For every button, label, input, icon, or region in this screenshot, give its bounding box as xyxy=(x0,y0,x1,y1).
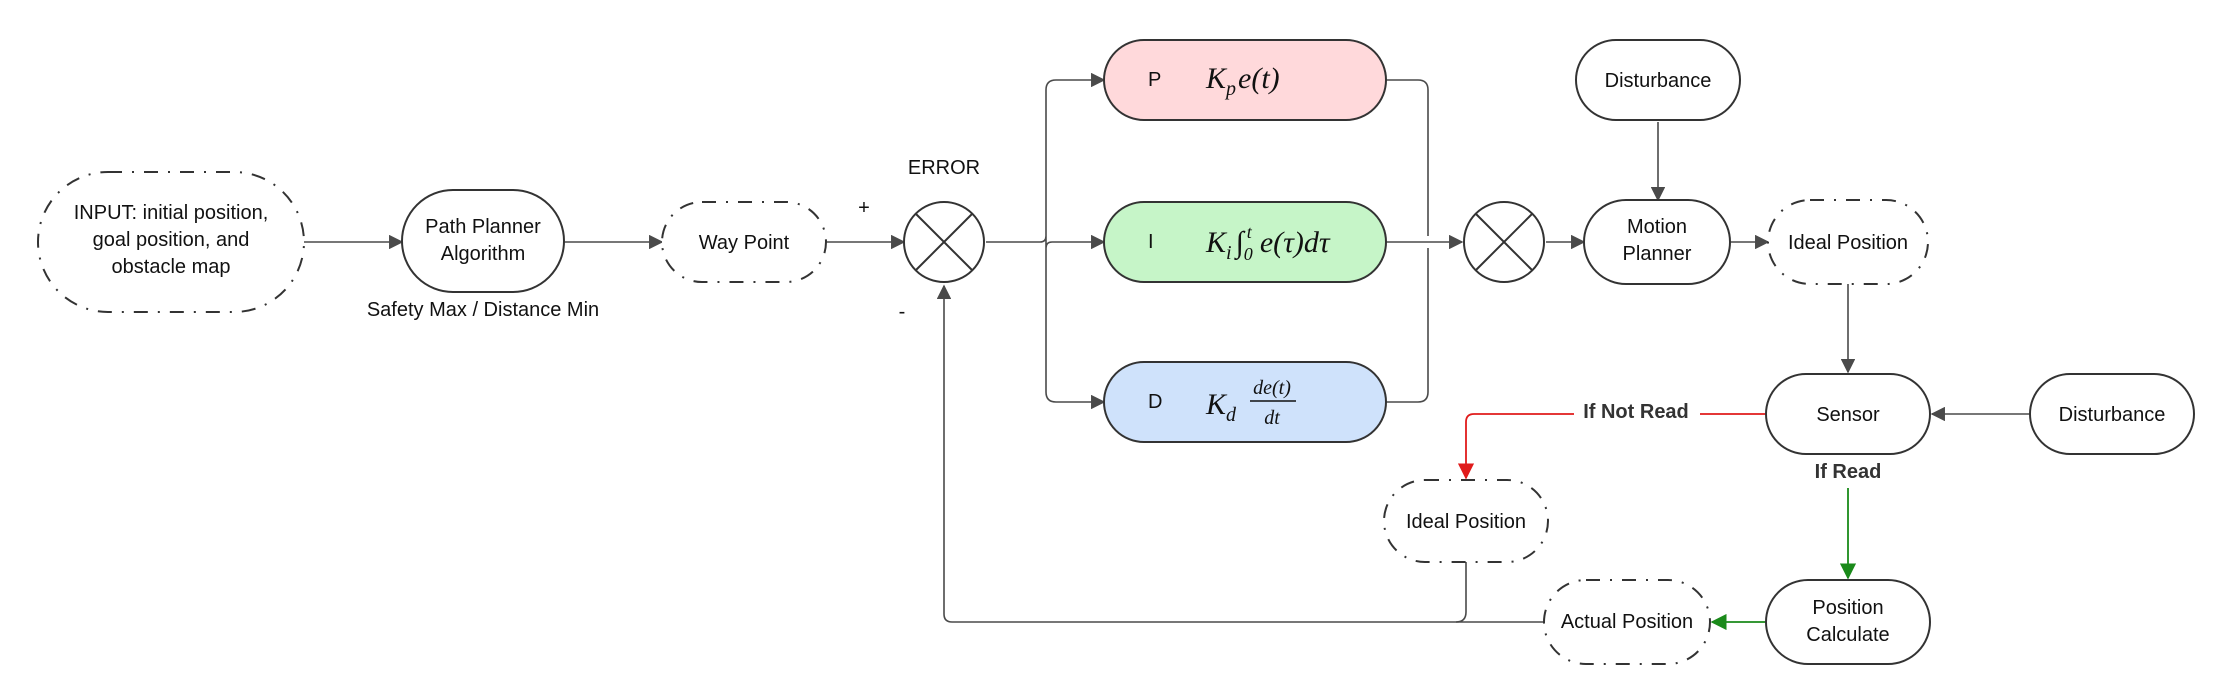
position-calculate-line-2: Calculate xyxy=(1806,624,1889,646)
position-calculate-line-1: Position xyxy=(1812,597,1883,619)
edge-ideal-mid-join xyxy=(1455,562,1467,623)
read-label: If Read xyxy=(1815,461,1882,483)
actual-position-node: Actual Position xyxy=(1543,579,1711,665)
safety-caption: Safety Max / Distance Min xyxy=(367,299,599,321)
ideal-position-mid-node: Ideal Position xyxy=(1383,479,1549,563)
sensor-label: Sensor xyxy=(1816,404,1880,426)
d-letter: D xyxy=(1148,391,1162,413)
minus-sign: - xyxy=(899,301,906,323)
path-planner-node: Path Planner Algorithm xyxy=(401,189,565,293)
edge-d-to-combine xyxy=(1386,248,1429,403)
path-planner-line-1: Path Planner xyxy=(425,216,541,238)
actual-position-label: Actual Position xyxy=(1561,611,1693,633)
ideal-position-top-node: Ideal Position xyxy=(1767,199,1929,285)
way-point-node: Way Point xyxy=(661,201,827,283)
input-line-2: goal position, and xyxy=(93,229,250,251)
d-block: D Kd de(t) dt xyxy=(1103,361,1387,443)
edges xyxy=(304,72,2030,631)
input-line-1: INPUT: initial position, xyxy=(74,202,269,224)
edge-feedback-loop xyxy=(936,284,1544,623)
sensor-node: Sensor xyxy=(1765,373,1931,455)
input-node: INPUT: initial position, goal position, … xyxy=(37,171,305,313)
d-formula-denominator: dt xyxy=(1264,407,1280,429)
edge-split-to-i xyxy=(1039,234,1106,250)
disturbance-right-node: Disturbance xyxy=(2029,373,2195,455)
d-formula-k: Kd xyxy=(1205,388,1237,426)
not-read-label: If Not Read xyxy=(1583,401,1689,423)
p-formula: Kpe(t) xyxy=(1205,62,1280,100)
error-summing-junction xyxy=(903,201,985,283)
motion-planner-node: Motion Planner xyxy=(1583,199,1731,285)
output-summing-junction xyxy=(1463,201,1545,283)
disturbance-top-node: Disturbance xyxy=(1575,39,1741,121)
disturbance-top-label: Disturbance xyxy=(1605,70,1712,92)
p-block: P Kpe(t) xyxy=(1103,39,1387,121)
plus-sign: + xyxy=(858,197,870,219)
i-letter: I xyxy=(1148,231,1154,253)
edge-p-to-combine xyxy=(1386,79,1429,236)
d-formula-numerator: de(t) xyxy=(1253,377,1291,399)
ideal-position-mid-label: Ideal Position xyxy=(1406,511,1526,533)
disturbance-right-label: Disturbance xyxy=(2059,404,2166,426)
way-point-label: Way Point xyxy=(699,232,790,254)
p-letter: P xyxy=(1148,69,1161,91)
error-label: ERROR xyxy=(908,157,980,179)
input-line-3: obstacle map xyxy=(112,256,231,278)
edge-sensor-not-read xyxy=(1457,413,1766,480)
edge-split-to-p xyxy=(1045,72,1106,236)
motion-planner-line-2: Planner xyxy=(1623,243,1692,265)
path-planner-line-2: Algorithm xyxy=(441,243,525,265)
position-calculate-node: Position Calculate xyxy=(1765,579,1931,665)
edge-split-to-d xyxy=(1045,248,1106,410)
ideal-position-top-label: Ideal Position xyxy=(1788,232,1908,254)
motion-planner-line-1: Motion xyxy=(1627,216,1687,238)
